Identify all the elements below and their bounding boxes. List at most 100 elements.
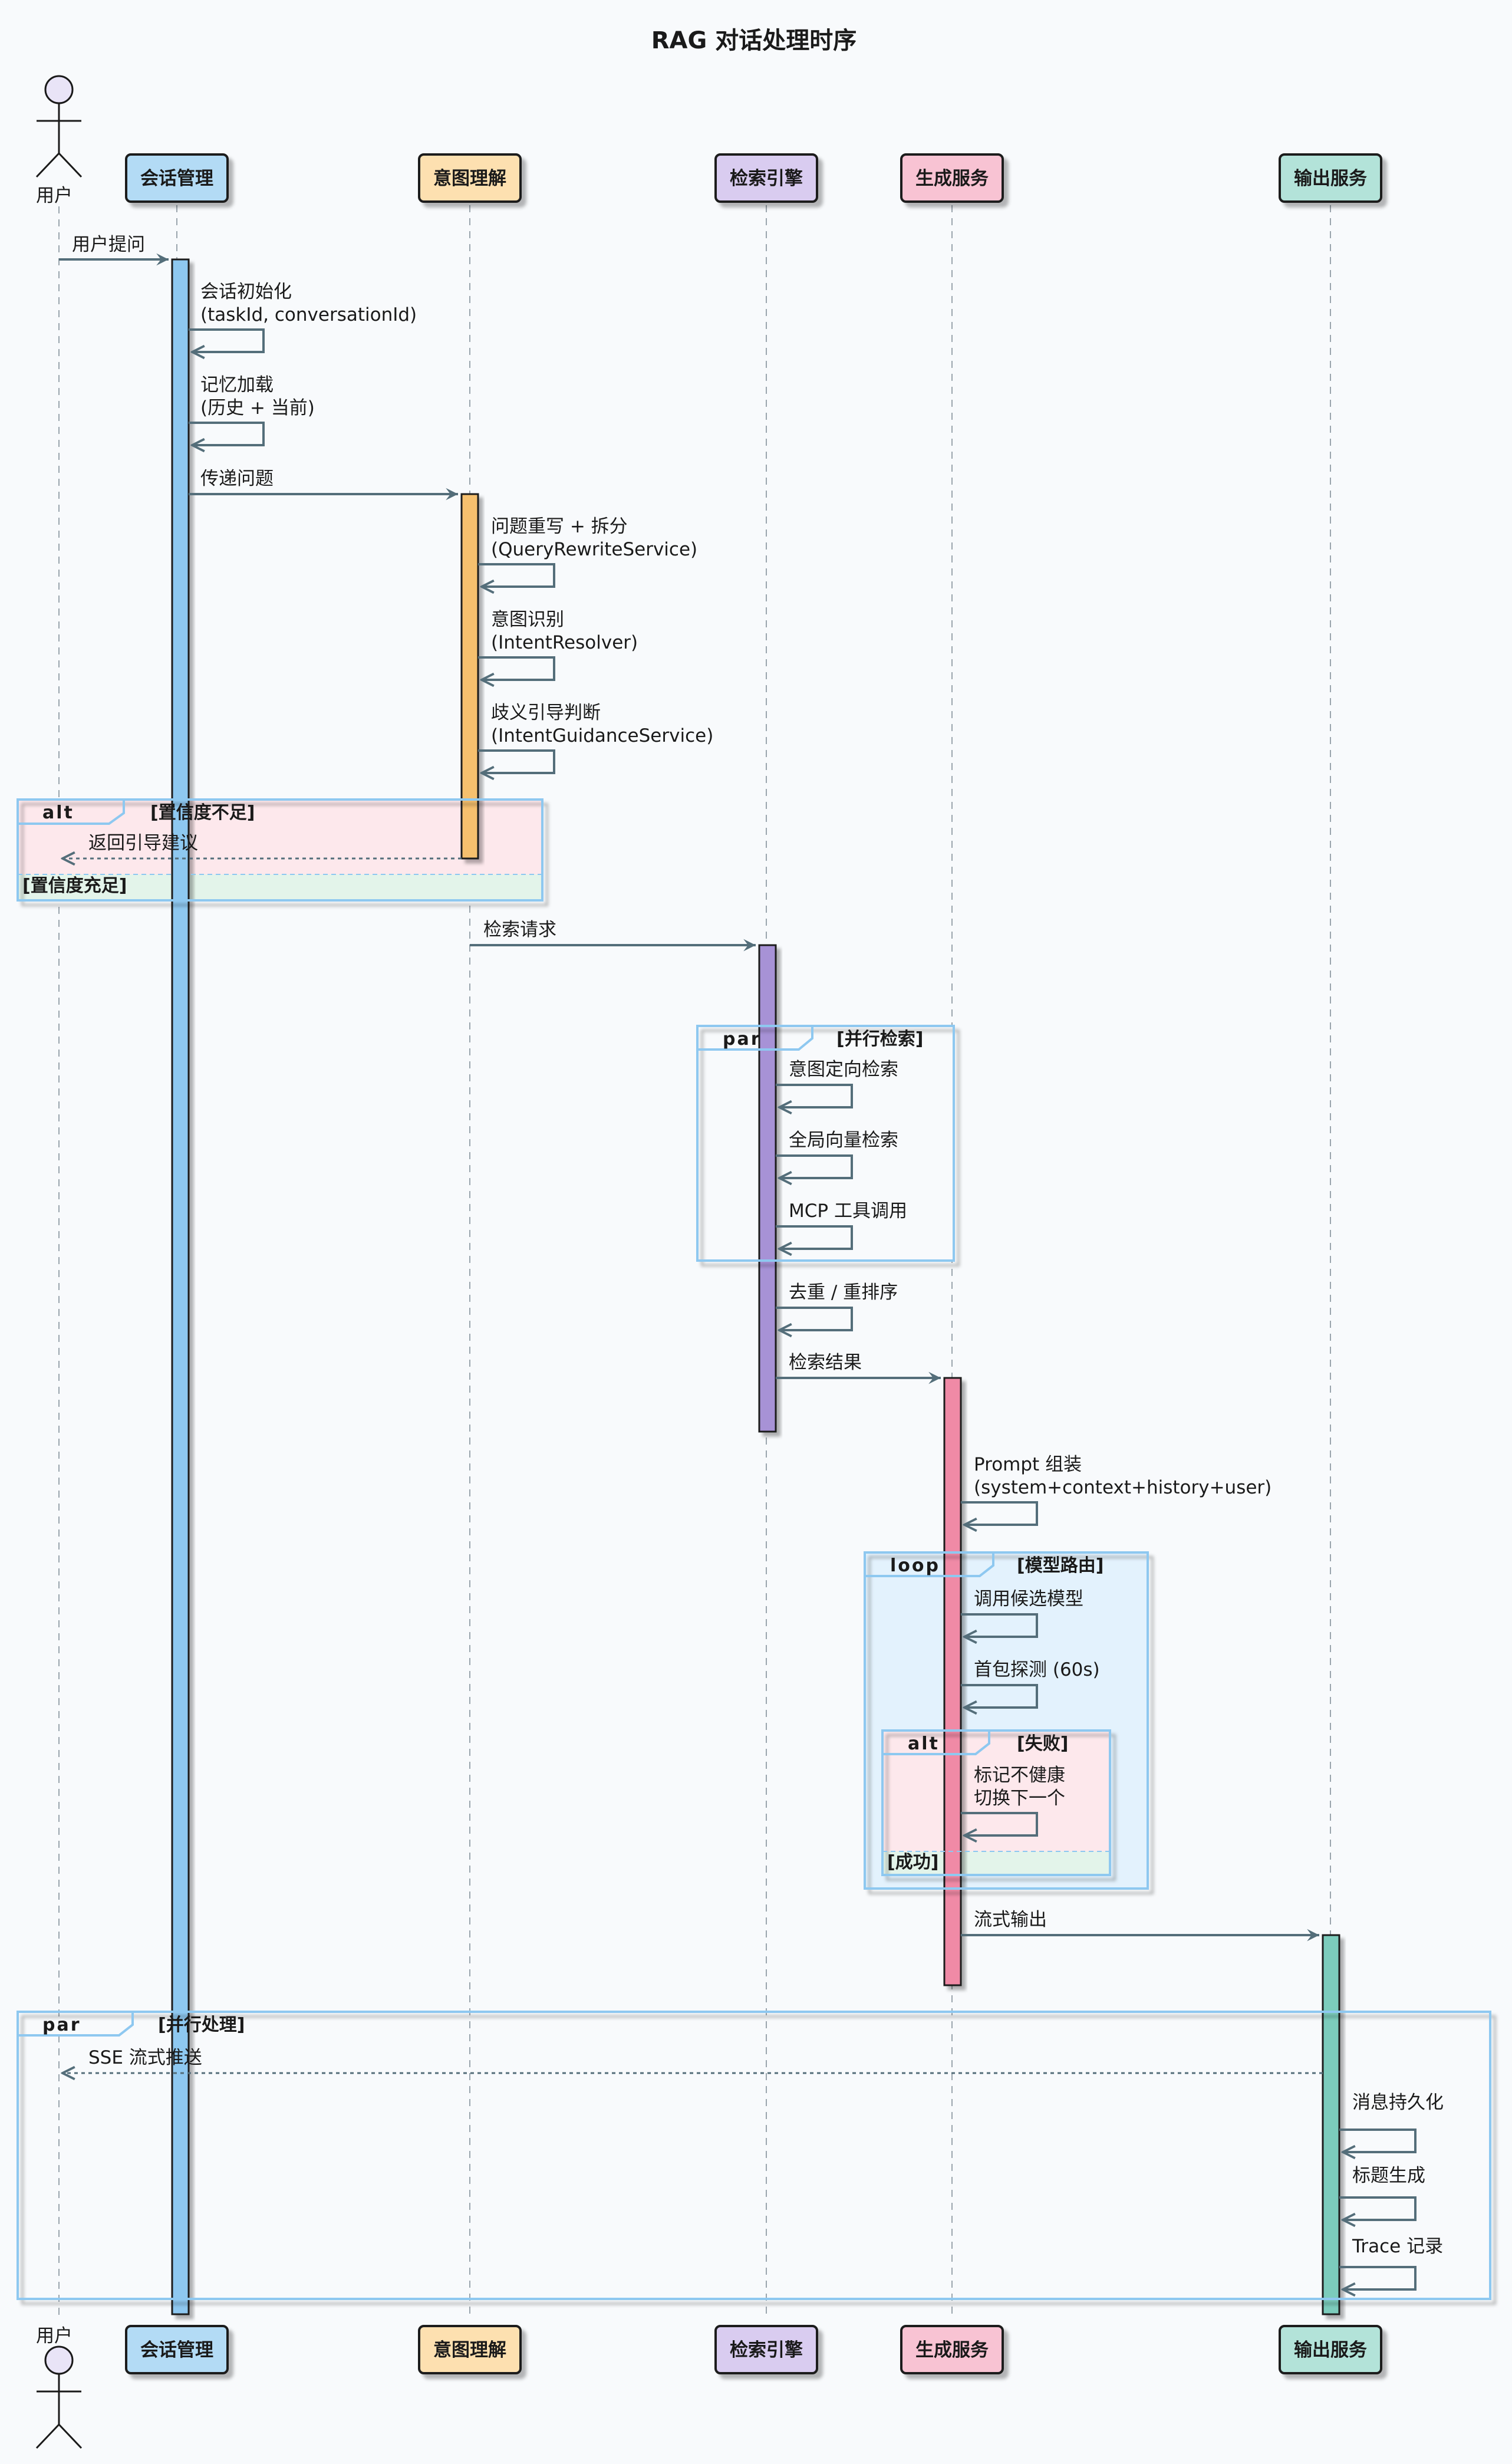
message-label: 消息持久化	[1352, 2092, 1444, 2113]
alt-failure-else-bg	[882, 1851, 1110, 1875]
message-global-vector-search: 全局向量检索	[776, 1130, 898, 1178]
participant-label: 检索引擎	[730, 168, 803, 189]
message-user-question: 用户提问	[59, 234, 169, 266]
fragment-backgrounds	[18, 800, 1148, 1889]
participant-output-bottom: 输出服务	[1279, 2325, 1382, 2374]
message-label: 用户提问	[72, 234, 145, 255]
message-label: (IntentGuidanceService)	[491, 725, 713, 746]
message-label: 记忆加载	[200, 374, 274, 396]
participant-label: 生成服务	[915, 168, 989, 189]
alt-condition-insufficient: [置信度不足]	[150, 802, 255, 823]
message-call-candidate-model: 调用候选模型	[961, 1588, 1083, 1637]
message-prompt-assembly: Prompt 组装 (system+context+history+user)	[961, 1454, 1271, 1525]
actor-label-top: 用户	[36, 185, 73, 206]
message-label: 流式输出	[974, 1909, 1047, 1930]
actor-head	[44, 75, 74, 104]
participant-box	[1279, 2325, 1382, 2374]
message-title-gen: 标题生成	[1339, 2165, 1425, 2220]
participant-label: 会话管理	[140, 168, 213, 189]
participant-box	[714, 153, 818, 203]
participant-generation-top: 生成服务	[900, 153, 1004, 203]
activation-retrieval	[758, 944, 777, 1433]
message-label: 标题生成	[1352, 2165, 1425, 2186]
alt-condition-success: [成功]	[887, 1852, 938, 1873]
message-label: 首包探测 (60s)	[974, 1659, 1100, 1680]
alt-keyword: alt	[42, 802, 74, 823]
fragment-alt-confidence: alt [置信度不足] [置信度充足]	[17, 798, 543, 902]
participant-label: 输出服务	[1294, 2340, 1367, 2361]
message-label: 切换下一个	[974, 1788, 1065, 1809]
message-label: 返回引导建议	[88, 833, 198, 854]
participant-box	[714, 2325, 818, 2374]
fragment-par-retrieval: par [并行检索]	[696, 1025, 955, 1262]
message-label: 问题重写 + 拆分	[491, 516, 628, 537]
diagram-title: RAG 对话处理时序	[651, 27, 857, 54]
participant-box	[125, 153, 229, 203]
message-label: (system+context+history+user)	[974, 1477, 1271, 1498]
message-retrieval-request: 检索请求	[470, 919, 756, 952]
participant-label: 检索引擎	[730, 2340, 803, 2361]
par-processing-keyword: par	[42, 2015, 81, 2035]
fragment-frames: alt [置信度不足] [置信度充足] par [并行检索] loop [模型路…	[17, 798, 1491, 2300]
alt-confidence-bg	[18, 800, 542, 874]
message-label: 传递问题	[200, 468, 274, 489]
message-first-packet-probe: 首包探测 (60s)	[961, 1659, 1100, 1708]
participant-label: 会话管理	[140, 2340, 213, 2361]
messages: 用户提问 会话初始化 (taskId, conversationId) 记忆加载…	[59, 234, 1444, 2289]
message-retrieval-result: 检索结果	[776, 1352, 941, 1384]
participant-retrieval-bottom: 检索引擎	[714, 2325, 818, 2374]
participant-session-top: 会话管理	[125, 153, 229, 203]
message-label: 意图识别	[491, 609, 564, 630]
message-label: Prompt 组装	[974, 1454, 1082, 1475]
message-label: 会话初始化	[200, 281, 292, 302]
participant-box	[900, 2325, 1004, 2374]
message-label: 标记不健康	[974, 1765, 1065, 1786]
activation-generation	[943, 1377, 962, 1986]
message-query-rewrite: 问题重写 + 拆分 (QueryRewriteService)	[478, 516, 697, 587]
lifelines	[58, 205, 1331, 2317]
participant-retrieval-top: 检索引擎	[714, 153, 818, 203]
message-label: 歧义引导判断	[491, 702, 601, 723]
participant-label: 意图理解	[433, 168, 506, 189]
message-label: 检索请求	[483, 919, 556, 940]
fragment-loop-routing: loop [模型路由]	[864, 1551, 1149, 1890]
message-label: 意图定向检索	[789, 1059, 898, 1080]
message-label: (QueryRewriteService)	[491, 539, 697, 560]
message-label: Trace 记录	[1352, 2236, 1443, 2257]
participant-intent-bottom: 意图理解	[418, 2325, 522, 2374]
alt-failure-bg	[882, 1731, 1110, 1851]
message-sse-push: SSE 流式推送	[62, 2047, 1323, 2073]
message-mcp-tool-call: MCP 工具调用	[776, 1200, 907, 1249]
participant-box	[418, 153, 522, 203]
participant-box	[418, 2325, 522, 2374]
participant-box	[1279, 153, 1382, 203]
message-label: MCP 工具调用	[789, 1200, 907, 1222]
participant-box	[900, 153, 1004, 203]
fragment-alt-failure: alt [失败] [成功]	[881, 1729, 1111, 1876]
par-processing-condition: [并行处理]	[158, 2015, 245, 2035]
message-persist: 消息持久化	[1339, 2092, 1444, 2152]
message-stream-output: 流式输出	[961, 1909, 1319, 1942]
message-mark-unhealthy: 标记不健康 切换下一个	[961, 1765, 1065, 1835]
message-label: 调用候选模型	[974, 1588, 1083, 1610]
participant-generation-bottom: 生成服务	[900, 2325, 1004, 2374]
message-label: SSE 流式推送	[88, 2047, 202, 2068]
loop-keyword: loop	[890, 1555, 940, 1576]
participant-label: 输出服务	[1294, 168, 1367, 189]
alt-condition-failure: [失败]	[1017, 1733, 1068, 1754]
message-intent-guidance: 歧义引导判断 (IntentGuidanceService)	[478, 702, 713, 773]
message-label: (历史 + 当前)	[200, 397, 315, 419]
alt-confidence-else-bg	[18, 874, 542, 900]
message-label: (IntentResolver)	[491, 632, 638, 653]
alt-condition-sufficient: [置信度充足]	[22, 876, 127, 896]
message-session-init: 会话初始化 (taskId, conversationId)	[189, 281, 417, 352]
actor-label-bottom: 用户	[36, 2325, 73, 2347]
message-label: 去重 / 重排序	[789, 1282, 898, 1303]
participant-output-top: 输出服务	[1279, 153, 1382, 203]
message-label: (taskId, conversationId)	[200, 304, 417, 325]
par-keyword: par	[723, 1029, 762, 1050]
actor-head	[44, 2345, 74, 2375]
par-retrieval-condition: [并行检索]	[836, 1029, 923, 1050]
